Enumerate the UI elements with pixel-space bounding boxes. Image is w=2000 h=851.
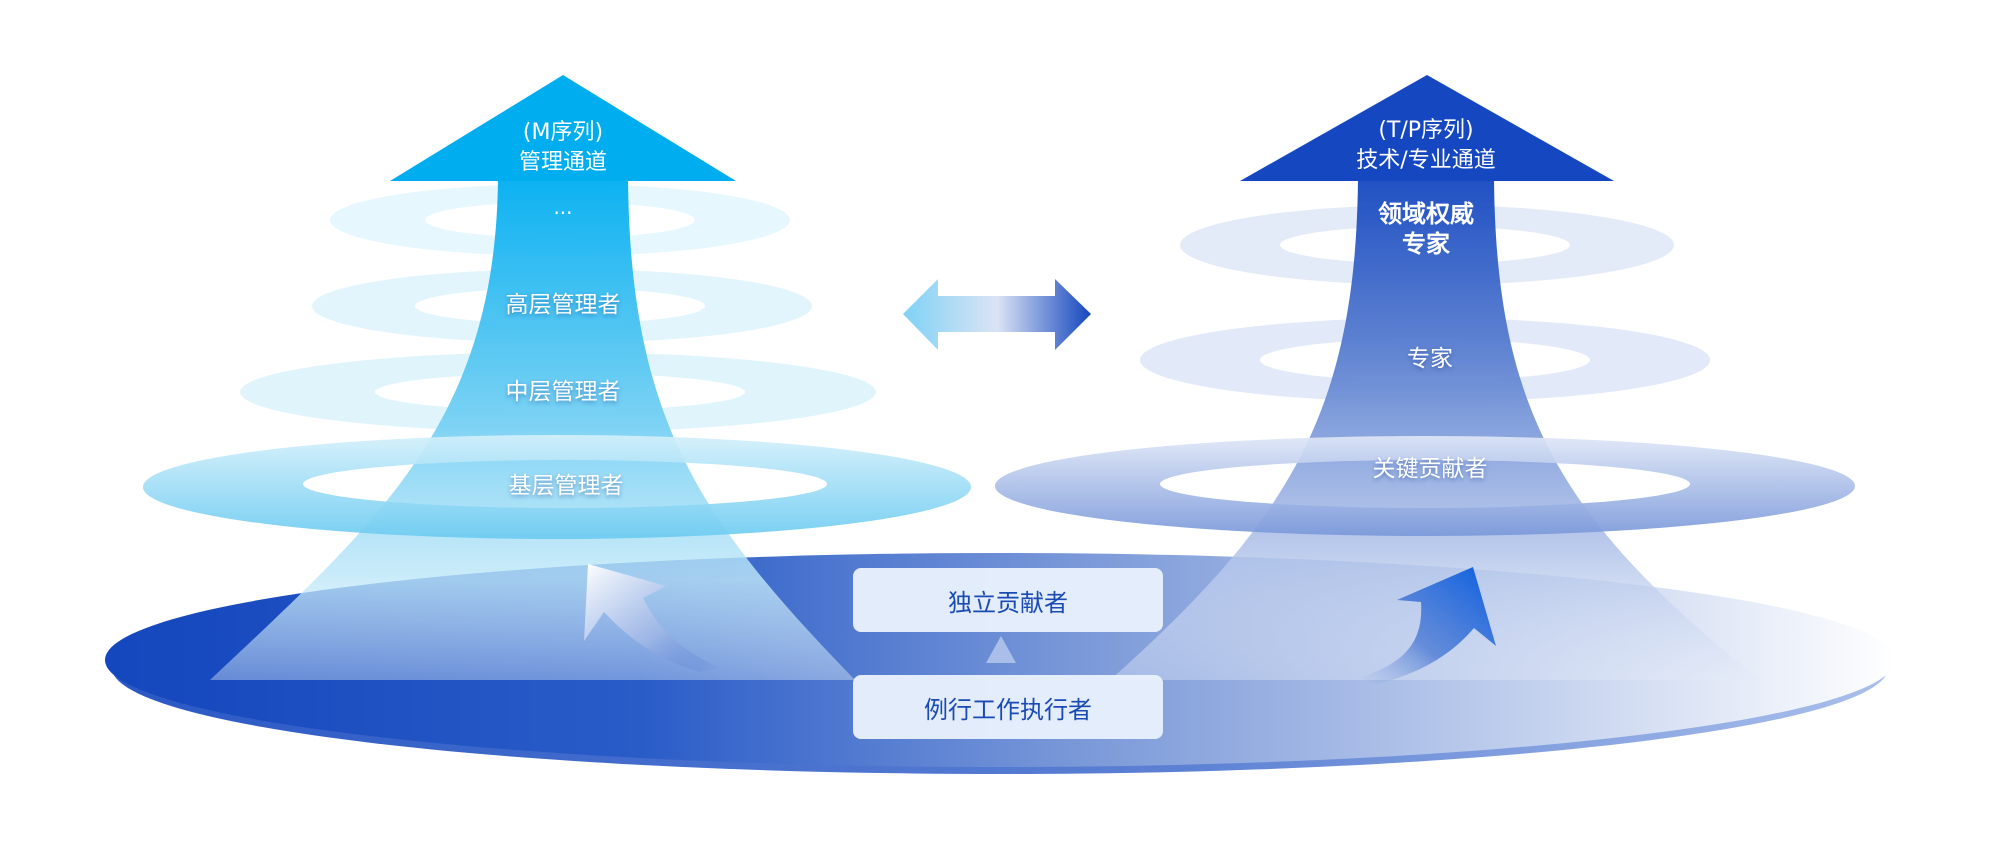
m-channel-label: 管理通道 bbox=[518, 150, 607, 175]
management-arrow-stem bbox=[210, 178, 855, 680]
technical-channel-header: (T/P序列) 技术/专业通道 bbox=[1316, 116, 1536, 176]
independent-contributor-label: 独立贡献者 bbox=[948, 588, 1068, 617]
independent-contributor-box: 独立贡献者 bbox=[853, 568, 1163, 632]
m-ring-base bbox=[143, 435, 971, 539]
m-tier-junior: 基层管理者 bbox=[508, 473, 624, 499]
t-tier-key-contributor: 关键贡献者 bbox=[1372, 456, 1488, 482]
t-channel-label: 技术/专业通道 bbox=[1356, 148, 1496, 173]
m-ring-upper bbox=[312, 269, 812, 343]
t-tier-expert: 专家 bbox=[1407, 346, 1453, 372]
bidirectional-arrow-icon bbox=[903, 279, 1091, 350]
t-series-label: (T/P序列) bbox=[1378, 118, 1474, 143]
m-tier-middle: 中层管理者 bbox=[505, 379, 621, 405]
management-rings bbox=[240, 184, 876, 432]
technical-rings bbox=[1140, 205, 1710, 402]
technical-arrow-stem bbox=[1110, 178, 1760, 680]
management-arrow-head bbox=[390, 75, 736, 181]
t-ring-top bbox=[1180, 205, 1674, 285]
t-tier-authority: 领域权威 专家 bbox=[1326, 199, 1526, 259]
routine-executor-label: 例行工作执行者 bbox=[924, 695, 1092, 724]
t-tier-authority-line2: 专家 bbox=[1402, 230, 1450, 258]
m-series-label: (M序列) bbox=[522, 120, 604, 145]
management-channel-header: (M序列) 管理通道 bbox=[463, 118, 663, 178]
t-ring-middle bbox=[1140, 318, 1710, 402]
step-up-triangle-icon bbox=[986, 636, 1016, 663]
technical-arrow-head bbox=[1240, 75, 1614, 181]
m-ring-top bbox=[330, 184, 790, 256]
t-tier-authority-line1: 领域权威 bbox=[1378, 200, 1474, 228]
routine-executor-box: 例行工作执行者 bbox=[853, 675, 1163, 739]
m-ring-middle bbox=[240, 352, 876, 432]
curved-arrow-up-right-icon bbox=[1360, 567, 1496, 684]
t-ring-base bbox=[995, 436, 1855, 536]
m-tier-senior: 高层管理者 bbox=[505, 292, 621, 318]
curved-arrow-up-left-icon bbox=[584, 564, 720, 672]
m-tier-more: ... bbox=[553, 195, 573, 219]
